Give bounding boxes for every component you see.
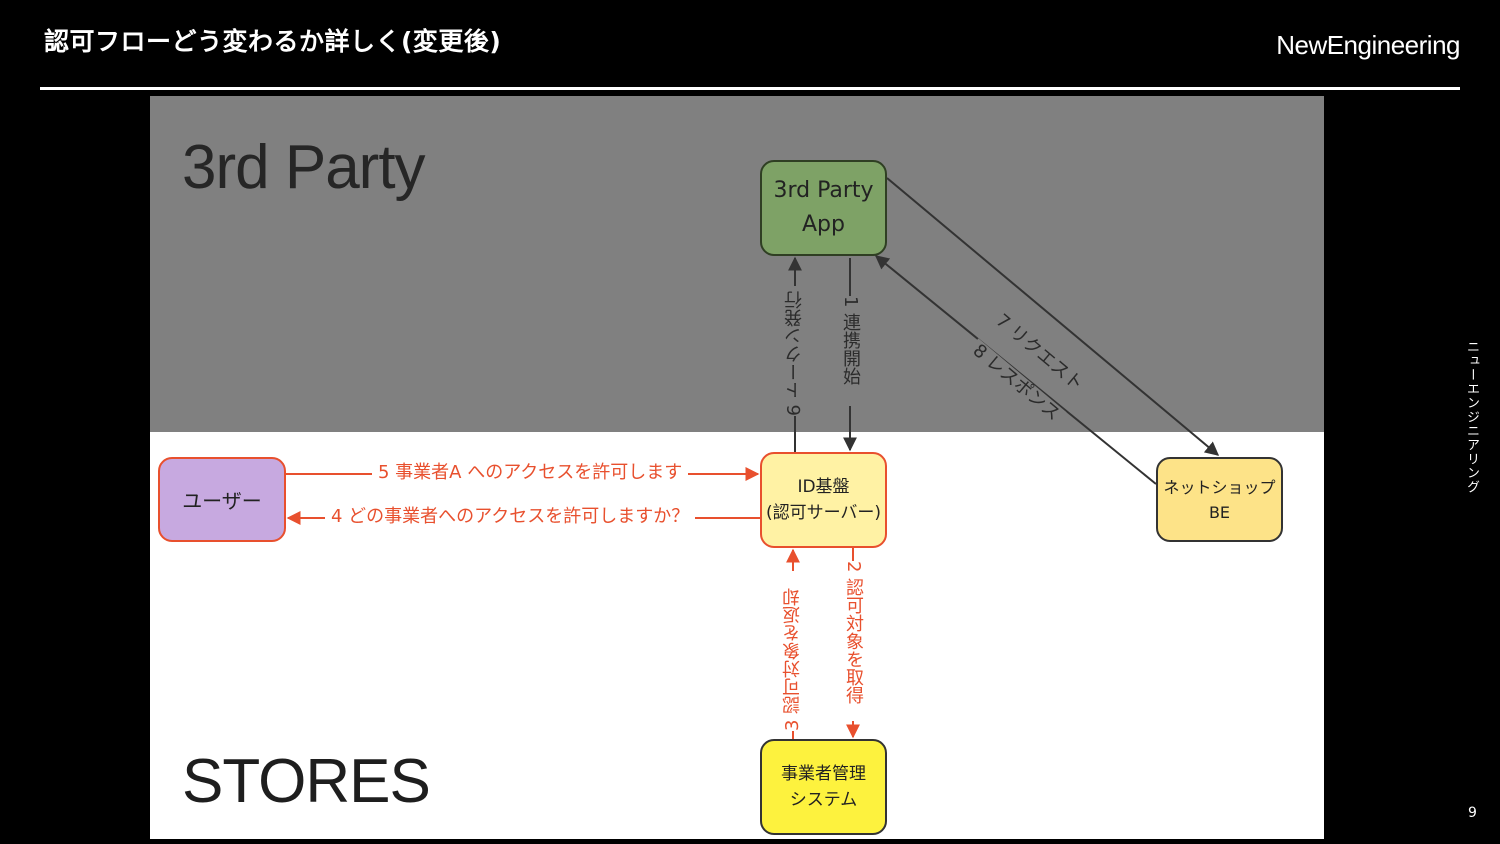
auth-flow-diagram: 3rd Party STORES 6 トークン発行 1 連携開始 7 リクエスト… bbox=[150, 96, 1324, 839]
node-netshop-be-line1: ネットショップ bbox=[1163, 477, 1276, 497]
node-user: ユーザー bbox=[158, 457, 286, 542]
vertical-brand-text: ニューエンジニアリング bbox=[1464, 340, 1479, 494]
node-third-party-app: 3rd Party App bbox=[760, 160, 887, 256]
third-party-zone bbox=[150, 96, 1324, 432]
node-id-platform-line2: (認可サーバー) bbox=[765, 503, 882, 523]
edge-3-label: 3 認可対象を返却 bbox=[782, 571, 803, 731]
edge-5-label: 5 事業者A へのアクセスを許可します bbox=[372, 463, 689, 483]
edge-2-label: 2 認可対象を取得 bbox=[843, 561, 864, 721]
node-third-party-app-line1: 3rd Party bbox=[773, 178, 874, 203]
page-number: 9 bbox=[1468, 805, 1477, 821]
slide-title: 認可フローどう変わるか詳しく(変更後) bbox=[44, 27, 502, 56]
node-business-system-line2: システム bbox=[789, 790, 858, 810]
diagram-edges bbox=[286, 177, 1220, 739]
edge-4-label: 4 どの事業者へのアクセスを許可しますか？ bbox=[325, 507, 696, 527]
node-business-system-line1: 事業者管理 bbox=[781, 764, 866, 784]
node-business-system: 事業者管理 システム bbox=[760, 739, 887, 835]
node-third-party-app-line2: App bbox=[802, 212, 845, 237]
node-id-platform-line1: ID基盤 bbox=[797, 477, 850, 497]
title-divider bbox=[40, 87, 1460, 90]
edge-6-label: 6 トークン発行 bbox=[784, 286, 805, 416]
node-id-platform: ID基盤 (認可サーバー) bbox=[760, 452, 887, 548]
edge-7-request bbox=[886, 177, 1220, 456]
edge-1-label: 1 連携開始 bbox=[840, 296, 861, 406]
node-netshop-be: ネットショップ BE bbox=[1156, 457, 1283, 542]
node-netshop-be-line2: BE bbox=[1208, 502, 1231, 522]
node-user-label: ユーザー bbox=[182, 489, 262, 513]
third-party-zone-label: 3rd Party bbox=[182, 133, 426, 202]
stores-zone-label: STORES bbox=[182, 747, 431, 816]
brand-logo: NewEngineering bbox=[1276, 30, 1460, 60]
